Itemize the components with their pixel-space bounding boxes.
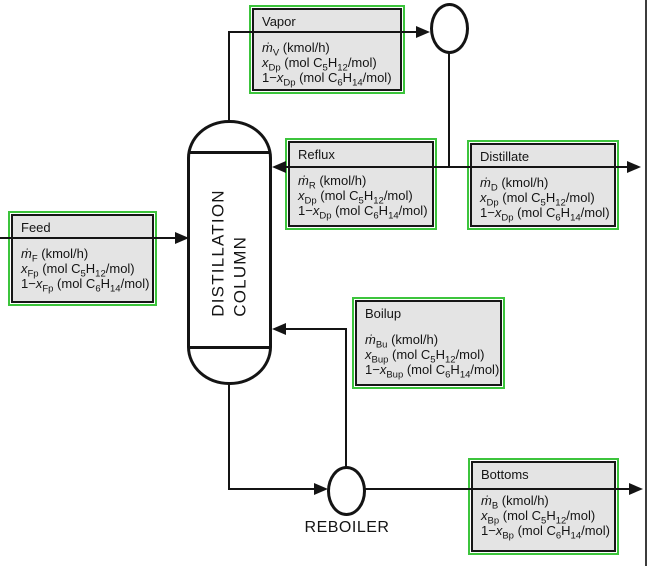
vapor-stream-box: Vapor ṁV (kmol/h) xDp (mol C5H12/mol) 1−… xyxy=(249,5,405,94)
hexane-mole-fraction-row: 1−xBp (mol C6H14/mol) xyxy=(481,523,610,542)
flow-rate-row: ṁBu (kmol/h) xyxy=(365,332,439,351)
reflux-box-title: Reflux xyxy=(298,147,335,162)
vapor-arrowhead-icon xyxy=(416,26,430,38)
column-label-line1: DISTILLATION xyxy=(208,188,228,317)
column-label-line2: COLUMN xyxy=(230,235,250,317)
condenser-circle xyxy=(430,3,469,54)
hexane-mole-fraction-row: 1−xBup (mol C6H14/mol) xyxy=(365,362,500,381)
boilup-line-vertical xyxy=(345,328,347,469)
distillate-box-rows: ṁD (kmol/h) xDp (mol C5H12/mol) 1−xDp (m… xyxy=(480,175,612,224)
distillation-column-vessel xyxy=(187,120,272,385)
pentane-mole-fraction-row: xBp (mol C5H12/mol) xyxy=(481,508,596,527)
boilup-box-body: Boilup ṁBu (kmol/h) xBup (mol C5H12/mol)… xyxy=(355,300,502,386)
boilup-stream-box: Boilup ṁBu (kmol/h) xBup (mol C5H12/mol)… xyxy=(352,297,505,389)
reboiler-label: REBOILER xyxy=(304,519,390,536)
boilup-box-rows: ṁBu (kmol/h) xBup (mol C5H12/mol) 1−xBup… xyxy=(365,332,500,381)
flow-rate-row: ṁF (kmol/h) xyxy=(21,246,89,265)
feed-box-body: Feed ṁF (kmol/h) xFp (mol C5H12/mol) 1−x… xyxy=(11,214,154,303)
vapor-box-rows: ṁV (kmol/h) xDp (mol C5H12/mol) 1−xDp (m… xyxy=(262,40,398,89)
reflux-box-body: Reflux ṁR (kmol/h) xDp (mol C5H12/mol) 1… xyxy=(288,141,434,227)
feed-arrowhead-icon xyxy=(175,232,189,244)
feed-box-title: Feed xyxy=(21,220,51,235)
bottoms-box-rows: ṁB (kmol/h) xBp (mol C5H12/mol) 1−xBp (m… xyxy=(481,493,612,542)
boilup-arrowhead-icon xyxy=(272,323,286,335)
pentane-mole-fraction-row: xFp (mol C5H12/mol) xyxy=(21,261,135,280)
feed-box-rows: ṁF (kmol/h) xFp (mol C5H12/mol) 1−xFp (m… xyxy=(21,246,150,295)
column-bottom-cap-line xyxy=(189,346,270,349)
distillate-arrowhead-icon xyxy=(627,161,641,173)
reflux-arrowhead-icon xyxy=(272,161,286,173)
hexane-mole-fraction-row: 1−xFp (mol C6H14/mol) xyxy=(21,276,150,295)
boilup-box-title: Boilup xyxy=(365,306,402,321)
flow-rate-row: ṁB (kmol/h) xyxy=(481,493,549,512)
reboiler-circle xyxy=(327,466,366,516)
pentane-mole-fraction-row: xDp (mol C5H12/mol) xyxy=(298,188,413,207)
hexane-mole-fraction-row: 1−xDp (mol C6H14/mol) xyxy=(480,205,610,224)
bottoms-arrowhead-icon xyxy=(629,483,643,495)
reflux-box-rows: ṁR (kmol/h) xDp (mol C5H12/mol) 1−xDp (m… xyxy=(298,173,430,222)
condenser-downcomer-line xyxy=(448,52,450,167)
column-label-wrap: DISTILLATION COLUMN xyxy=(187,120,272,385)
vapor-line-horizontal xyxy=(228,31,418,33)
vapor-line-vertical xyxy=(228,31,230,121)
boilup-line-horizontal xyxy=(283,328,347,330)
reflux-stream-box: Reflux ṁR (kmol/h) xDp (mol C5H12/mol) 1… xyxy=(285,138,437,230)
column-bottoms-line-vertical xyxy=(228,384,230,490)
bottoms-box-title: Bottoms xyxy=(481,467,529,482)
feed-line xyxy=(0,237,176,239)
right-edge-border xyxy=(645,0,647,566)
flow-rate-row: ṁV (kmol/h) xyxy=(262,40,330,59)
pentane-mole-fraction-row: xDp (mol C5H12/mol) xyxy=(480,190,595,209)
vapor-box-body: Vapor ṁV (kmol/h) xDp (mol C5H12/mol) 1−… xyxy=(252,8,402,91)
distillate-box-title: Distillate xyxy=(480,149,530,164)
flow-rate-row: ṁR (kmol/h) xyxy=(298,173,367,192)
vapor-box-title: Vapor xyxy=(262,14,296,29)
distillate-box-body: Distillate ṁD (kmol/h) xDp (mol C5H12/mo… xyxy=(470,143,616,227)
reflux-distillate-line xyxy=(283,166,629,168)
feed-stream-box: Feed ṁF (kmol/h) xFp (mol C5H12/mol) 1−x… xyxy=(8,211,157,306)
pentane-mole-fraction-row: xDp (mol C5H12/mol) xyxy=(262,55,377,74)
bottoms-stream-box: Bottoms ṁB (kmol/h) xBp (mol C5H12/mol) … xyxy=(468,458,619,555)
flow-rate-row: ṁD (kmol/h) xyxy=(480,175,549,194)
column-to-reboiler-line xyxy=(228,488,316,490)
hexane-mole-fraction-row: 1−xDp (mol C6H14/mol) xyxy=(298,203,428,222)
hexane-mole-fraction-row: 1−xDp (mol C6H14/mol) xyxy=(262,70,392,89)
column-label: DISTILLATION COLUMN xyxy=(208,189,252,316)
column-top-cap-line xyxy=(189,151,270,154)
distillate-stream-box: Distillate ṁD (kmol/h) xDp (mol C5H12/mo… xyxy=(467,140,619,230)
reboiler-inlet-arrowhead-icon xyxy=(314,483,328,495)
bottoms-box-body: Bottoms ṁB (kmol/h) xBp (mol C5H12/mol) … xyxy=(471,461,616,552)
pentane-mole-fraction-row: xBup (mol C5H12/mol) xyxy=(365,347,485,366)
bottoms-line xyxy=(364,488,630,490)
